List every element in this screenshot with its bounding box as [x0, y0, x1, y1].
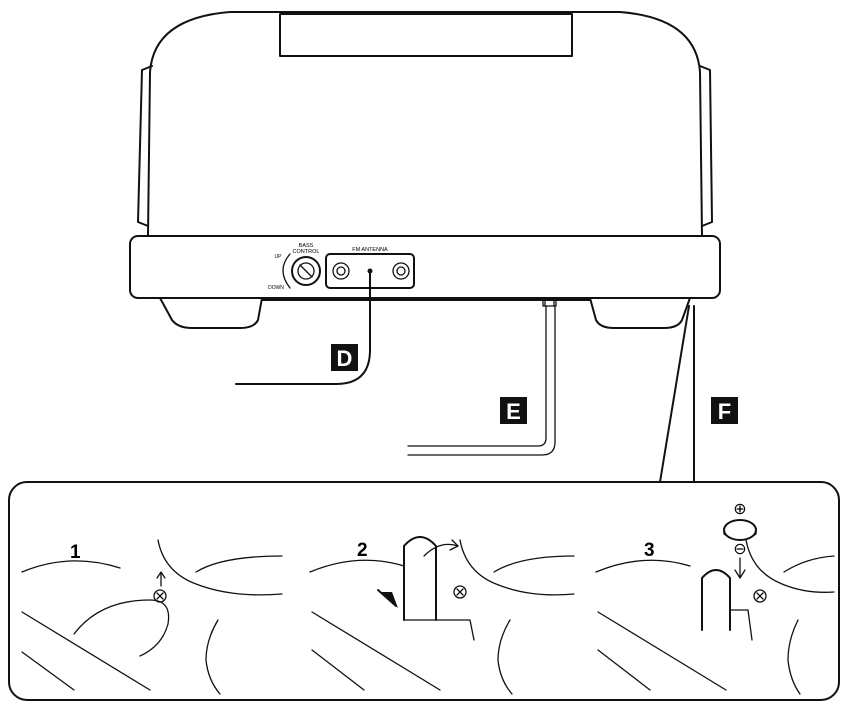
bass-knob-slot	[299, 264, 313, 278]
right-side-handle	[699, 65, 713, 227]
fm-terminal-left	[332, 262, 350, 280]
step-3-screw	[753, 589, 767, 603]
step-1-cover	[73, 599, 170, 657]
bass-down-label: DOWN	[268, 285, 284, 291]
fm-terminal-left-inner	[336, 266, 346, 276]
bass-arc	[282, 253, 291, 289]
step-2-number: 2	[357, 540, 368, 561]
power-cord-outer	[407, 305, 547, 447]
step-3-cover-lifted	[701, 569, 731, 631]
radio-body	[129, 11, 721, 329]
callout-line-left	[659, 305, 690, 483]
step-3-edge-b	[597, 649, 651, 691]
step-3-contour-c	[783, 555, 835, 573]
step-2-contour-b	[459, 539, 575, 596]
step-1-contour-d	[205, 619, 221, 695]
step-3-edge-a	[597, 611, 727, 691]
step-1-number: 1	[70, 542, 81, 563]
bass-knob-inner	[297, 262, 315, 280]
power-cord-inner	[407, 305, 556, 456]
step-2-screw	[453, 585, 467, 599]
step-2-edge-b	[311, 649, 365, 691]
step-2-contour-d	[497, 619, 513, 695]
step-2-cover-lifted	[403, 536, 437, 621]
label-d: D	[331, 344, 358, 371]
left-foot	[159, 297, 263, 329]
step-3-contour-a	[595, 559, 691, 573]
battery-plus-symbol: ⊕	[733, 501, 746, 518]
step-1-contour-b	[157, 539, 283, 596]
fm-antenna-panel: FM ANTENNA	[325, 247, 415, 289]
carry-handle-recess	[279, 13, 573, 57]
bass-knob	[291, 256, 321, 286]
bass-up-label: UP	[275, 254, 283, 260]
step-3-contour-b	[745, 539, 835, 593]
step-1-edge-a	[21, 611, 151, 691]
step-1-screw	[153, 589, 167, 603]
label-e-text: E	[506, 399, 521, 424]
battery-minus-symbol: ⊖	[733, 541, 746, 558]
right-foot	[589, 297, 691, 329]
base-strip	[129, 235, 721, 299]
step-1: 1	[21, 539, 283, 695]
battery-detail-panel	[8, 481, 840, 701]
step-3-compartment	[729, 609, 753, 641]
fm-terminal-right	[392, 262, 410, 280]
step-2-compartment	[403, 619, 475, 641]
label-f-text: F	[718, 399, 731, 424]
step-2-edge-a	[311, 611, 441, 691]
fm-antenna-label: FM ANTENNA	[352, 247, 388, 253]
step-3-number: 3	[644, 540, 655, 561]
bass-label-line1: BASS	[299, 243, 314, 249]
bass-label-line2: CONTROL	[293, 249, 320, 255]
power-cord-socket	[544, 297, 555, 307]
step-1-contour-a	[21, 560, 121, 573]
label-d-text: D	[337, 346, 353, 371]
power-cord-plug	[542, 299, 557, 307]
step-3-contour-d	[787, 619, 801, 695]
step-2: 2	[309, 536, 575, 695]
step-2-rotate-arrow	[423, 543, 459, 557]
left-side-handle	[137, 65, 153, 227]
step-1-up-arrow	[156, 571, 166, 587]
cabinet-outline	[147, 11, 703, 237]
step-3: 3 ⊕ ⊖	[595, 501, 835, 695]
bass-control: BASS CONTROL UP DOWN	[268, 243, 321, 291]
step-2-contour-c	[493, 555, 575, 573]
step-2-contour-a	[309, 559, 405, 573]
fm-antenna-wire	[235, 271, 371, 385]
label-e: E	[500, 397, 527, 424]
step-3-insert-arrow	[734, 557, 746, 579]
label-f: F	[711, 397, 738, 424]
step-1-edge-b	[21, 651, 75, 691]
fm-terminal-right-inner	[396, 266, 406, 276]
step-1-contour-c	[195, 555, 283, 573]
